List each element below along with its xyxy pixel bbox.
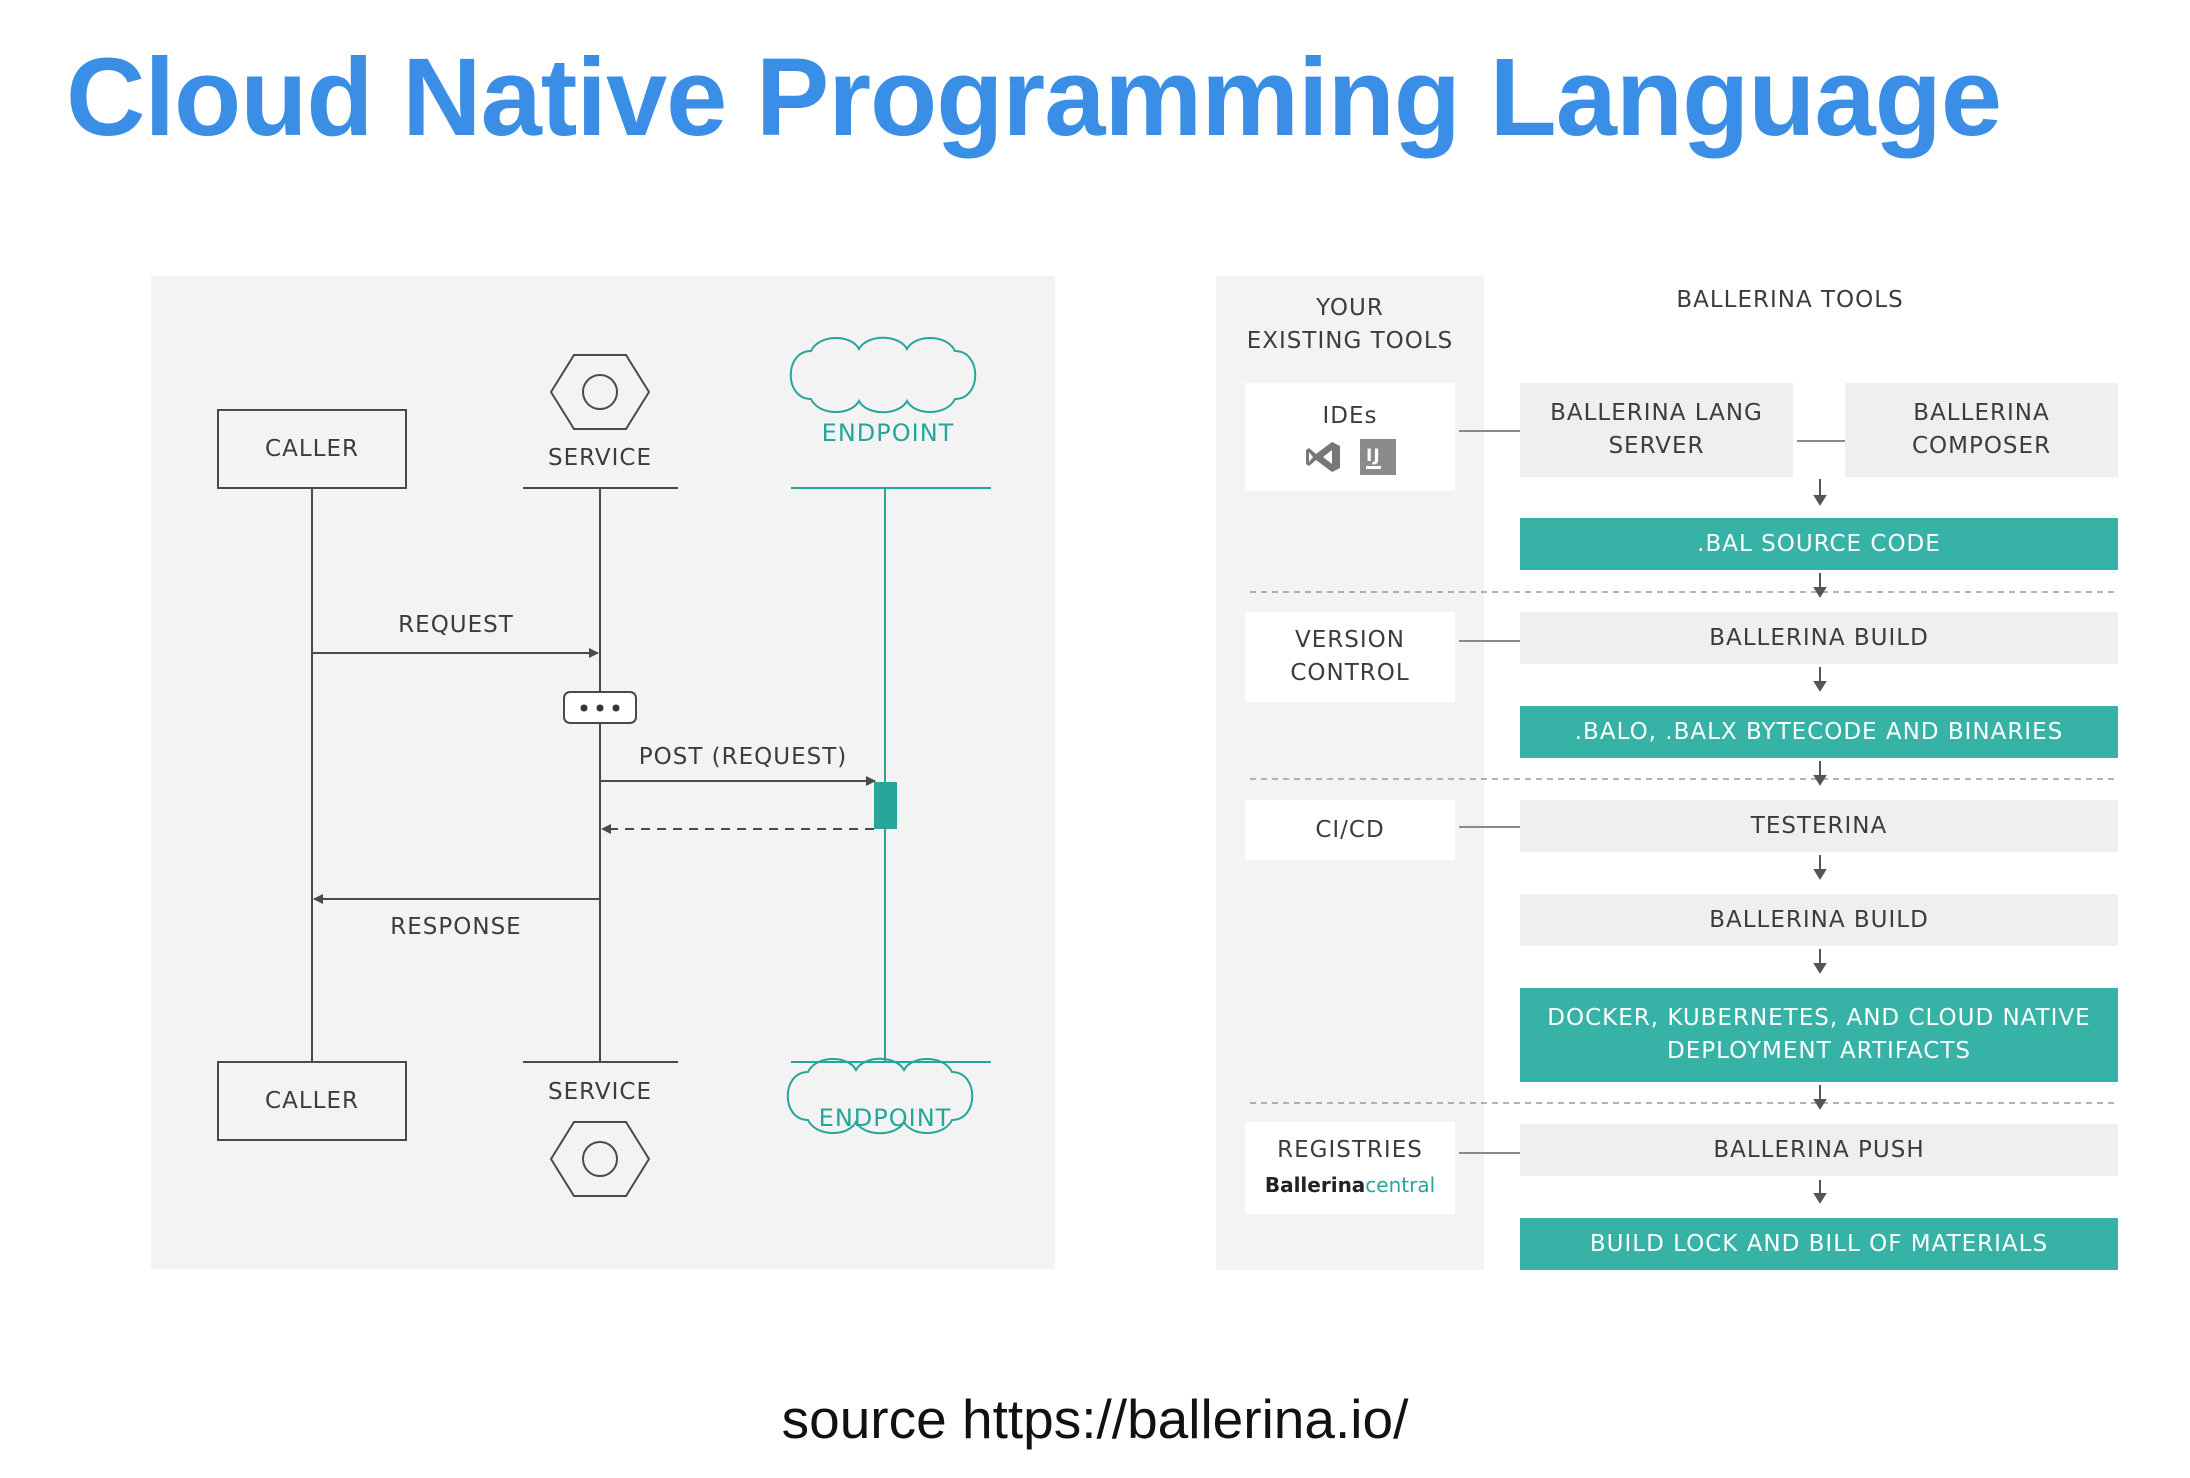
ballerina-central-logo: Ballerinacentral — [1264, 1173, 1436, 1197]
intellij-icon: IJ — [1360, 438, 1396, 475]
connector-ides — [1459, 430, 1520, 432]
docker-box: DOCKER, KUBERNETES, AND CLOUD NATIVE DEP… — [1520, 988, 2118, 1082]
request-label: REQUEST — [398, 612, 514, 638]
caller-label-top: CALLER — [265, 436, 359, 462]
endpoint-activation-bar — [874, 782, 897, 829]
service-label-top: SERVICE — [548, 445, 652, 471]
connector-langserver-composer — [1797, 440, 1845, 442]
version-control-box: VERSION CONTROL — [1245, 612, 1455, 702]
service-icon-top — [549, 354, 651, 430]
connector-cicd — [1459, 826, 1520, 828]
caller-box-bottom — [217, 1061, 407, 1141]
registries-label: REGISTRIES — [1277, 1137, 1423, 1163]
caller-box-top — [217, 409, 407, 489]
service-icon-bottom — [549, 1121, 651, 1197]
sequence-diagram: CALLER CALLER SERVICE SERVICE ENDPOINT E… — [151, 276, 1055, 1269]
composer-line2: COMPOSER — [1911, 433, 2052, 459]
post-request-label: POST (REQUEST) — [638, 744, 848, 770]
composer-box: BALLERINA COMPOSER — [1845, 383, 2118, 477]
build-lock-box: BUILD LOCK AND BILL OF MATERIALS — [1520, 1218, 2118, 1270]
sequence-diagram-lines — [311, 336, 991, 1197]
ellipsis-icon — [563, 691, 637, 724]
ballerina-push-box: BALLERINA PUSH — [1520, 1124, 2118, 1176]
source-caption: source https://ballerina.io/ — [781, 1388, 1409, 1450]
header-existing-line2: EXISTING TOOLS — [1246, 328, 1454, 354]
endpoint-cloud-top — [789, 336, 977, 414]
service-label-bottom: SERVICE — [548, 1079, 652, 1105]
testerina-box: TESTERINA — [1520, 800, 2118, 852]
docker-line2: DEPLOYMENT ARTIFACTS — [1667, 1038, 1971, 1064]
header-existing-tools: YOUR EXISTING TOOLS — [1216, 292, 1484, 358]
endpoint-label-top: ENDPOINT — [821, 419, 955, 447]
ides-label: IDEs — [1322, 402, 1378, 429]
endpoint-cloud-bottom — [786, 1057, 974, 1135]
ballerina-build-box-2: BALLERINA BUILD — [1520, 894, 2118, 946]
lang-server-box: BALLERINA LANG SERVER — [1520, 383, 1793, 477]
lang-server-line2: SERVER — [1608, 433, 1705, 459]
version-control-line1: VERSION — [1295, 627, 1405, 653]
vscode-icon — [1306, 441, 1340, 472]
ides-box: IDEs IJ — [1245, 383, 1455, 491]
caller-label-bottom: CALLER — [265, 1088, 359, 1114]
response-label: RESPONSE — [390, 914, 522, 940]
docker-line1: DOCKER, KUBERNETES, AND CLOUD NATIVE — [1547, 1005, 2091, 1031]
registries-box: REGISTRIES Ballerinacentral — [1245, 1122, 1455, 1214]
svg-text:IJ: IJ — [1366, 446, 1381, 466]
connector-version-control — [1459, 640, 1520, 642]
composer-line1: BALLERINA — [1913, 400, 2050, 426]
cicd-box: CI/CD — [1245, 800, 1455, 860]
endpoint-label-bottom: ENDPOINT — [818, 1104, 952, 1132]
balo-box: .BALO, .BALX BYTECODE AND BINARIES — [1520, 706, 2118, 758]
lang-server-line1: BALLERINA LANG — [1550, 400, 1763, 426]
bal-source-box: .BAL SOURCE CODE — [1520, 518, 2118, 570]
header-existing-line1: YOUR — [1316, 295, 1384, 321]
version-control-line2: CONTROL — [1290, 660, 1410, 686]
page-title: Cloud Native Programming Language — [66, 36, 2002, 159]
connector-registries — [1459, 1152, 1520, 1154]
header-ballerina-tools: BALLERINA TOOLS — [1676, 287, 1904, 313]
ballerina-build-box-1: BALLERINA BUILD — [1520, 612, 2118, 664]
